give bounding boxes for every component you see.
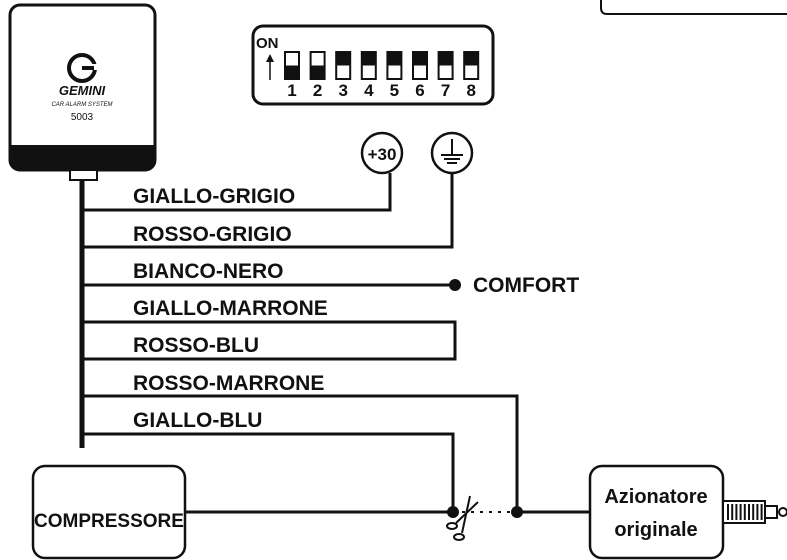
- partial-box-top-right: [600, 0, 787, 15]
- alarm-module: GEMINI CAR ALARM SYSTEM 5003: [8, 3, 157, 181]
- actuator-label-line2: originale: [614, 519, 697, 541]
- wire-label-7: GIALLO-BLU: [133, 409, 262, 432]
- gemini-logo-icon: [67, 53, 98, 83]
- actuator-rod: [722, 500, 787, 524]
- plus30-terminal: +30: [360, 131, 404, 175]
- ground-symbol-icon: [441, 139, 463, 164]
- dip-switch-knob-4: [361, 52, 376, 66]
- dip-switch-knob-3: [336, 52, 351, 66]
- plus30-label: +30: [368, 145, 397, 164]
- wire-lines: [82, 173, 519, 512]
- dip-switch-number-8: 8: [466, 81, 475, 100]
- dip-switch-knob-5: [387, 52, 402, 66]
- model-number: 5003: [71, 112, 94, 123]
- wire-label-4: GIALLO-MARRONE: [133, 297, 328, 320]
- wire-giallo-grigio: [82, 173, 392, 212]
- wire-label-3: BIANCO-NERO: [133, 260, 284, 283]
- brand-name: GEMINI: [59, 83, 106, 98]
- dip-switch-number-2: 2: [313, 81, 322, 100]
- wire-giallo-marrone-rosso-blu-loop: [82, 320, 457, 361]
- actuator-box: Azionatore originale: [588, 464, 725, 560]
- dip-switch-knob-8: [464, 52, 479, 66]
- dip-on-label: ON: [256, 35, 279, 52]
- dip-switch-number-4: 4: [364, 81, 374, 100]
- compressor-box: COMPRESSORE: [31, 464, 187, 560]
- wire-label-6: ROSSO-MARRONE: [133, 372, 324, 395]
- wire-labels: GIALLO-GRIGIO ROSSO-GRIGIO BIANCO-NERO G…: [133, 185, 328, 432]
- wire-label-2: ROSSO-GRIGIO: [133, 223, 292, 246]
- brand-tagline: CAR ALARM SYSTEM: [51, 102, 112, 108]
- dip-switch-number-3: 3: [338, 81, 347, 100]
- dip-switch-number-7: 7: [441, 81, 450, 100]
- dip-switch-knob-6: [413, 52, 427, 66]
- dip-switch-number-1: 1: [287, 81, 296, 100]
- wire-rosso-grigio: [82, 173, 454, 249]
- dip-switch-knob-2: [310, 65, 325, 79]
- junction-dot-right: [511, 506, 523, 518]
- up-arrow-icon: [266, 54, 274, 62]
- wire-rosso-marrone: [82, 394, 519, 512]
- scissors-icon: [446, 495, 479, 541]
- actuator-label-line1: Azionatore: [604, 486, 707, 508]
- wire-label-5: ROSSO-BLU: [133, 334, 259, 357]
- comfort-label: COMFORT: [473, 274, 579, 297]
- dip-switch-knob-1: [285, 65, 299, 79]
- ground-terminal: [430, 131, 474, 175]
- dip-switch-knob-7: [438, 52, 453, 66]
- compressor-label: COMPRESSORE: [34, 511, 184, 532]
- comfort-terminal-dot: [449, 279, 461, 291]
- junction-dot-left: [447, 506, 459, 518]
- wire-giallo-blu: [82, 432, 455, 512]
- dip-switch-number-5: 5: [390, 81, 399, 100]
- dip-switch-number-6: 6: [415, 81, 424, 100]
- wire-label-1: GIALLO-GRIGIO: [133, 185, 295, 208]
